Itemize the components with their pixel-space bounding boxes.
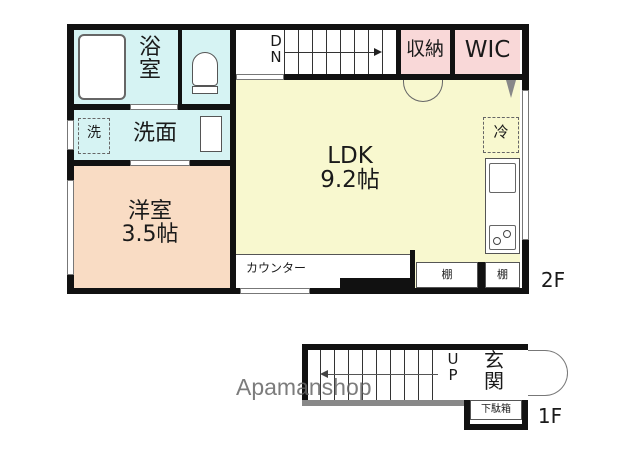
stairs-2f [236,30,396,74]
wall [340,278,412,288]
fridge-space [483,117,519,153]
shoe-box: 下駄箱 [470,400,522,420]
storage-room [400,30,450,74]
wall [450,30,455,76]
ldk-label: LDK 9.2帖 [320,143,380,194]
storage-label: 収納 [405,38,444,60]
burner [503,230,511,238]
wall [230,30,236,288]
sink-icon [200,116,222,152]
entrance-door [528,350,568,396]
wall [478,262,485,288]
window [67,180,74,275]
doorway [236,74,284,80]
wall [464,424,528,430]
stove-icon [489,225,516,250]
wic-label: WIC [464,37,511,63]
wall [67,24,529,30]
toilet-icon [192,52,218,86]
washroom-label: 洗面 [132,121,177,146]
floor-2f: 浴 室 洗 洗面 洋室 3.5帖 D N 収納 WIC LDK 9.2帖 冷 カ… [67,24,566,294]
ldk-room [236,80,520,288]
wall [302,344,308,406]
burner [493,237,501,245]
floor-label-2f: 2F [540,268,566,292]
entrance-label: 玄 関 [484,348,504,393]
entrance [464,350,522,400]
arrow-left-icon [320,370,328,378]
floor-1f: U P 玄 関 下駄箱 1F [0,300,640,455]
stairs-direction-2f: D N [270,32,282,66]
stairs-arrow-line [284,52,376,53]
western-room-label: 洋室 3.5帖 [121,199,179,248]
stairs-direction-1f: U P [447,350,459,384]
wall [396,30,401,76]
washer-label: 洗 [87,125,101,141]
wic-door [506,80,516,98]
wall [464,400,470,430]
doorway [130,104,178,110]
stairs-1f [308,350,442,400]
window [67,120,74,150]
bathtub [78,34,126,100]
shelf-right: 棚 [485,262,520,288]
kitchen-sink [489,163,516,193]
kitchen-counter [485,158,520,254]
washer-space [78,118,110,154]
wic-room [455,30,520,74]
arrow-right-icon [374,48,382,56]
fridge-label: 冷 [493,123,509,141]
doorway [130,160,190,166]
window [522,90,529,240]
wall [410,250,415,288]
wall [67,24,74,294]
wall [302,400,468,406]
window [240,288,310,294]
wall [302,344,528,350]
shelf-left: 棚 [416,262,478,288]
wall [178,30,182,106]
floor-label-1f: 1F [537,404,563,428]
toilet-tank [192,86,218,94]
western-room [74,166,232,288]
stairs-arrow-line [328,374,438,375]
bath-label: 浴 室 [138,35,161,84]
counter-label: カウンター [246,261,307,275]
wall [522,400,528,430]
wall [236,74,522,80]
watermark: Apamanshop [236,374,372,400]
